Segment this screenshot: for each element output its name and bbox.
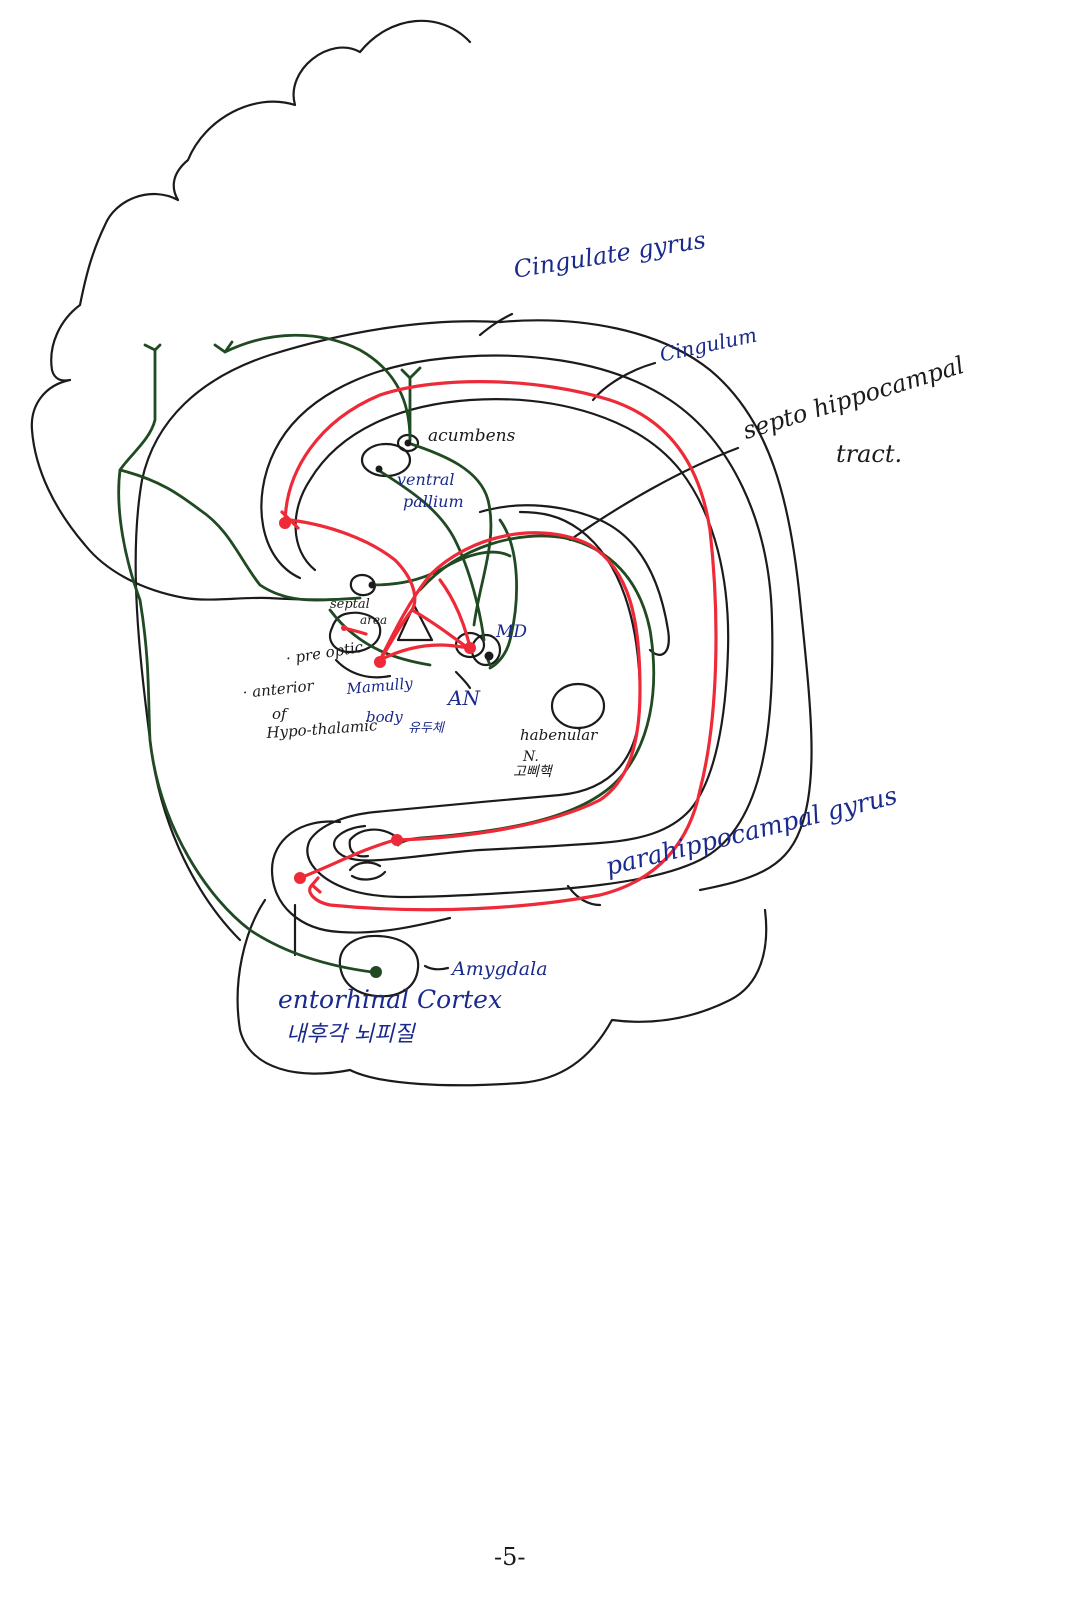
red-entorhinal-dot (294, 872, 306, 884)
medial-outline-right (498, 319, 813, 892)
label-md: MD (496, 622, 528, 642)
page-number: -5- (494, 1543, 526, 1571)
red-entorhinal (298, 838, 397, 880)
green-pathways (117, 333, 656, 974)
label-accumbens: acumbens (428, 426, 516, 446)
label-mammillary-korean: 유두체 (408, 721, 444, 736)
red-septal-dot (341, 625, 347, 631)
label-septal: septal (330, 597, 370, 612)
red-an-dot (464, 642, 476, 654)
md-dot (484, 651, 494, 661)
red-lower-fork (310, 876, 322, 894)
green-accessory (328, 608, 432, 667)
uncus-outline (270, 820, 452, 934)
pointer-amygdala (423, 964, 450, 971)
pointer-an (454, 670, 472, 690)
accumbens-inner (396, 433, 420, 453)
pointer-cingulate (478, 312, 514, 337)
green-amygdala-line (488, 518, 518, 670)
red-fornix (378, 531, 642, 842)
red-cingulate-septal (288, 518, 417, 612)
label-mammillary-body: body (366, 708, 403, 726)
accumbens-dot (404, 439, 412, 447)
septal-dot (368, 581, 376, 589)
habenular-nucleus (550, 682, 606, 730)
fornix-body-outline (478, 504, 670, 656)
green-fork-1 (143, 343, 162, 352)
medial-outline (134, 320, 502, 942)
label-amygdala: Amygdala (452, 958, 548, 980)
label-septal-area: area (360, 613, 388, 627)
red-septal-link (342, 626, 368, 636)
mammillary-body-outline (396, 603, 434, 642)
red-septal-an (438, 578, 472, 650)
hemisphere-outline (30, 19, 472, 601)
label-of: of (272, 705, 287, 723)
green-md-dot (486, 658, 492, 667)
hippocampal-tip-lower (348, 861, 387, 881)
green-frontal-fiber (117, 348, 374, 974)
red-pathways (280, 380, 718, 912)
label-habenular: habenular (520, 726, 598, 744)
label-entorhinal-cortex: entorhinal Cortex (278, 985, 503, 1014)
label-entorhinal-korean: 내후각 뇌피질 (286, 1022, 415, 1047)
label-habenular-korean: 고삐핵 (513, 764, 552, 780)
red-septal-mamm (378, 608, 414, 662)
ventral-dot (375, 465, 383, 473)
red-mamm-tract (410, 608, 470, 650)
temporal-lobe-outline (236, 898, 768, 1087)
hippocampal-tip-upper (348, 828, 397, 858)
hypothalamic-region (334, 658, 392, 679)
amygdala-outline (338, 934, 420, 998)
label-ventral: ventral (397, 470, 455, 489)
green-accumbens-md (406, 441, 493, 627)
red-mammillary-dot (374, 656, 386, 668)
brain-outlines (30, 19, 813, 1087)
label-habenular-n: N. (523, 749, 539, 765)
label-an: AN (448, 686, 480, 710)
green-frontal-septal (118, 468, 362, 602)
green-ventral-md (376, 468, 486, 642)
amygdala-dot (370, 966, 382, 978)
cingulate-gyrus-outline (260, 354, 774, 899)
pointer-parahippo (566, 884, 602, 907)
green-fork-2 (223, 333, 412, 442)
red-hippocampal-dot (391, 834, 403, 846)
green-fork-3 (400, 366, 422, 442)
anterior-commissure-outline (349, 573, 376, 597)
red-cingulum (283, 380, 718, 912)
label-septo-hippocampal-tract: tract. (836, 440, 903, 468)
red-cingulate-dot (279, 517, 291, 529)
red-mamm-an (378, 643, 472, 662)
label-pallium: pallium (403, 492, 464, 511)
parahippocampal-outline (332, 824, 482, 862)
pointer-septo (568, 446, 740, 542)
septal-area-outline (328, 611, 382, 654)
green-fork-2-tip (213, 340, 234, 354)
